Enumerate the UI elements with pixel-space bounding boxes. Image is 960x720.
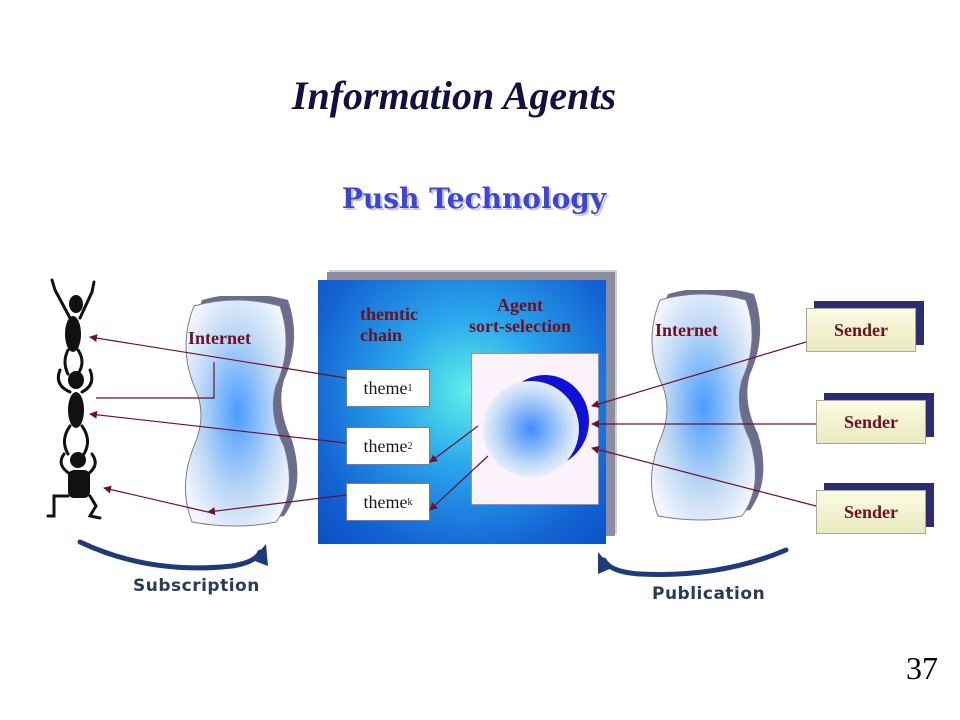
internet-bracket-line: [96, 362, 215, 399]
agent-label-line1: Agent: [497, 295, 543, 315]
theme-k-subscript: k: [407, 496, 413, 508]
thematic-chain-label: themtic chain: [349, 304, 429, 346]
thematic-chain-line2: chain: [359, 325, 402, 345]
subscription-arrowhead: [252, 544, 268, 566]
publication-arrowhead: [598, 552, 612, 574]
arrow-theme2-to-user2: [89, 410, 347, 444]
arrow-agent-to-theme2: [429, 425, 479, 463]
agent-label-line2: sort-selection: [469, 316, 571, 336]
theme-1-label: theme: [363, 377, 408, 398]
arrow-sender3-to-agent: [591, 445, 817, 507]
theme-1-subscript: 1: [407, 382, 413, 394]
arrow-theme1-to-user1: [89, 334, 347, 379]
arrow-sender1-to-agent: [591, 341, 807, 408]
theme-2-label: theme: [363, 435, 408, 456]
publication-curve-arrow: [601, 547, 789, 577]
slide-number: 37: [906, 650, 938, 686]
sender-box-3: Sender: [816, 490, 926, 534]
arrow-themek-to-internet: [207, 494, 347, 516]
sender-box-2: Sender: [816, 400, 926, 444]
sender-box-1: Sender: [806, 308, 916, 352]
page-title: Information Agents: [291, 73, 617, 118]
stacked-users-icon: [46, 278, 102, 520]
agent-sphere-icon: [483, 375, 589, 477]
internet-label-right: Internet: [655, 320, 718, 340]
subscription-curve-arrow: [77, 539, 263, 571]
theme-2-subscript: 2: [407, 440, 413, 452]
internet-label-left: Internet: [188, 328, 251, 348]
internet-cloud-right: [650, 290, 764, 521]
agent-label: Agent sort-selection: [444, 295, 596, 337]
arrow-internet-to-user3: [103, 485, 209, 513]
publication-label: Publication: [652, 584, 766, 604]
arrow-agent-to-themek: [429, 455, 489, 511]
theme-k-label: theme: [363, 491, 408, 512]
thematic-chain-line1: themtic: [360, 304, 418, 324]
page-subtitle: Push Technology: [341, 182, 607, 215]
subscription-label: Subscription: [133, 576, 260, 596]
